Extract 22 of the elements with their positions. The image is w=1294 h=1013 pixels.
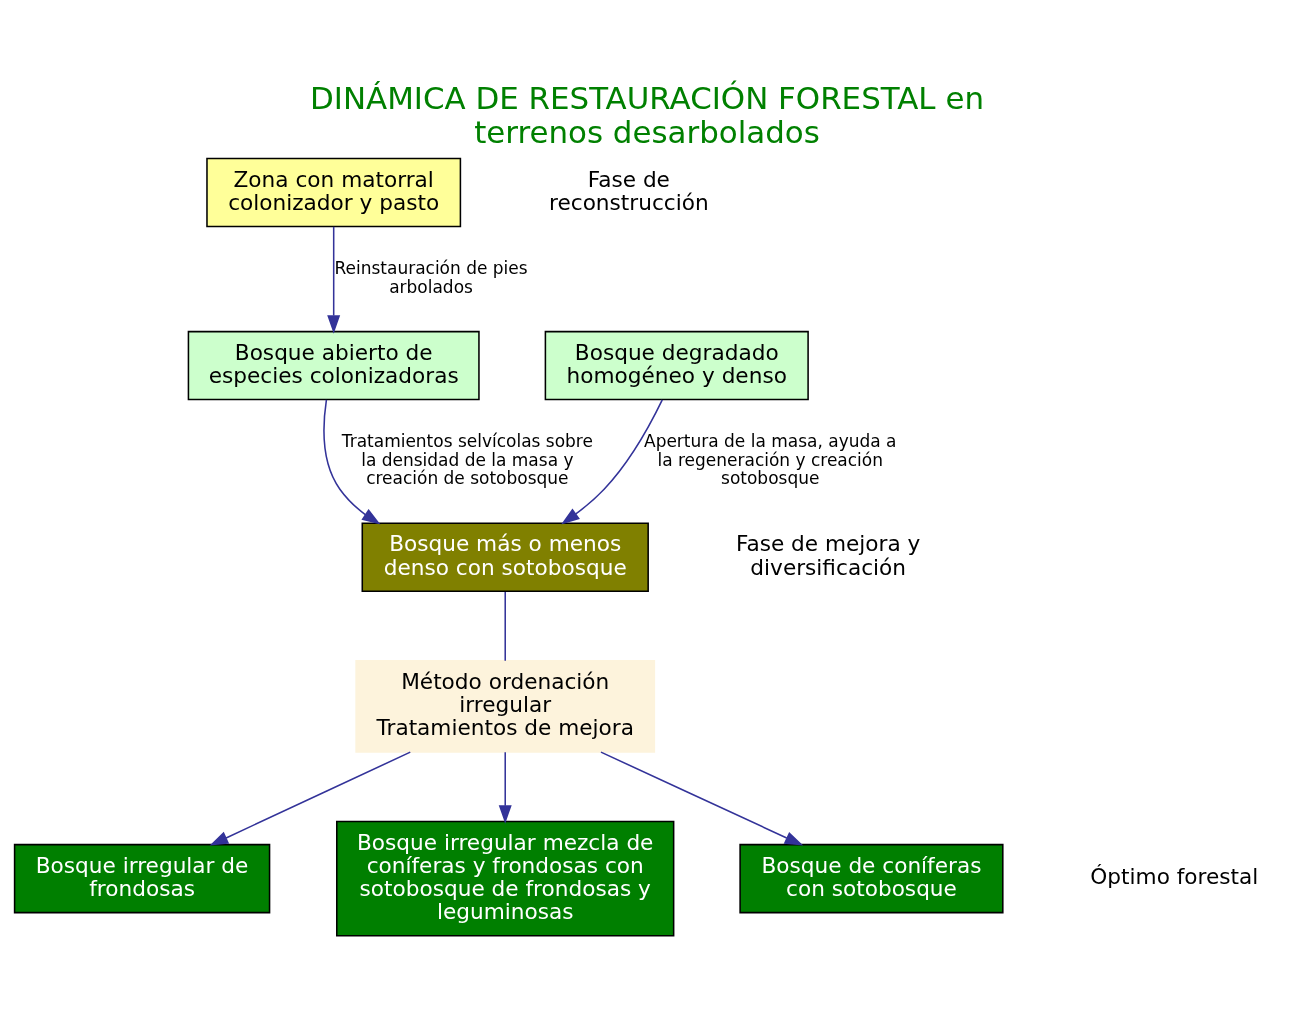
node-box: Bosque de coníferas con sotobosque (739, 843, 1004, 913)
diagram-title: DINÁMICA DE RESTAURACIÓN FORESTAL en terrenos desarbolados (310, 79, 984, 150)
node-box: Método ordenación irregular Tratamientos de mejora (355, 659, 656, 753)
edge-label: Tratamientos selvícolas sobre la densidad de la masa y creación de sotobosque (341, 430, 593, 488)
connector (504, 590, 506, 661)
label: Óptimo forestal (1090, 863, 1259, 889)
edge-label: Apertura de la masa, ayuda a la regeneración y creación sotobosque (644, 430, 897, 488)
node-box: Zona con matorral colonizador y pasto (206, 157, 462, 227)
arrow (209, 750, 412, 846)
label: Fase de reconstrucción (549, 166, 709, 215)
label: Fase de mejora y diversificación (735, 530, 921, 580)
node-box: Bosque irregular de frondosas (13, 843, 271, 913)
arrow (498, 751, 512, 824)
arrow (323, 398, 381, 524)
arrow (561, 398, 664, 524)
node-box: Bosque más o menos denso con sotobosque (361, 521, 649, 592)
node-box: Bosque irregular mezcla de coníferas y frondosas con sotobosque de frondosas y leguminosas (336, 820, 675, 937)
node-box: Bosque abierto de especies colonizadoras (187, 330, 480, 400)
edge-label: Reinstauración de pies arbolados (334, 257, 528, 297)
node-box: Bosque degradado homogéneo y denso (544, 330, 809, 400)
arrow (327, 225, 341, 334)
arrow (600, 750, 804, 846)
